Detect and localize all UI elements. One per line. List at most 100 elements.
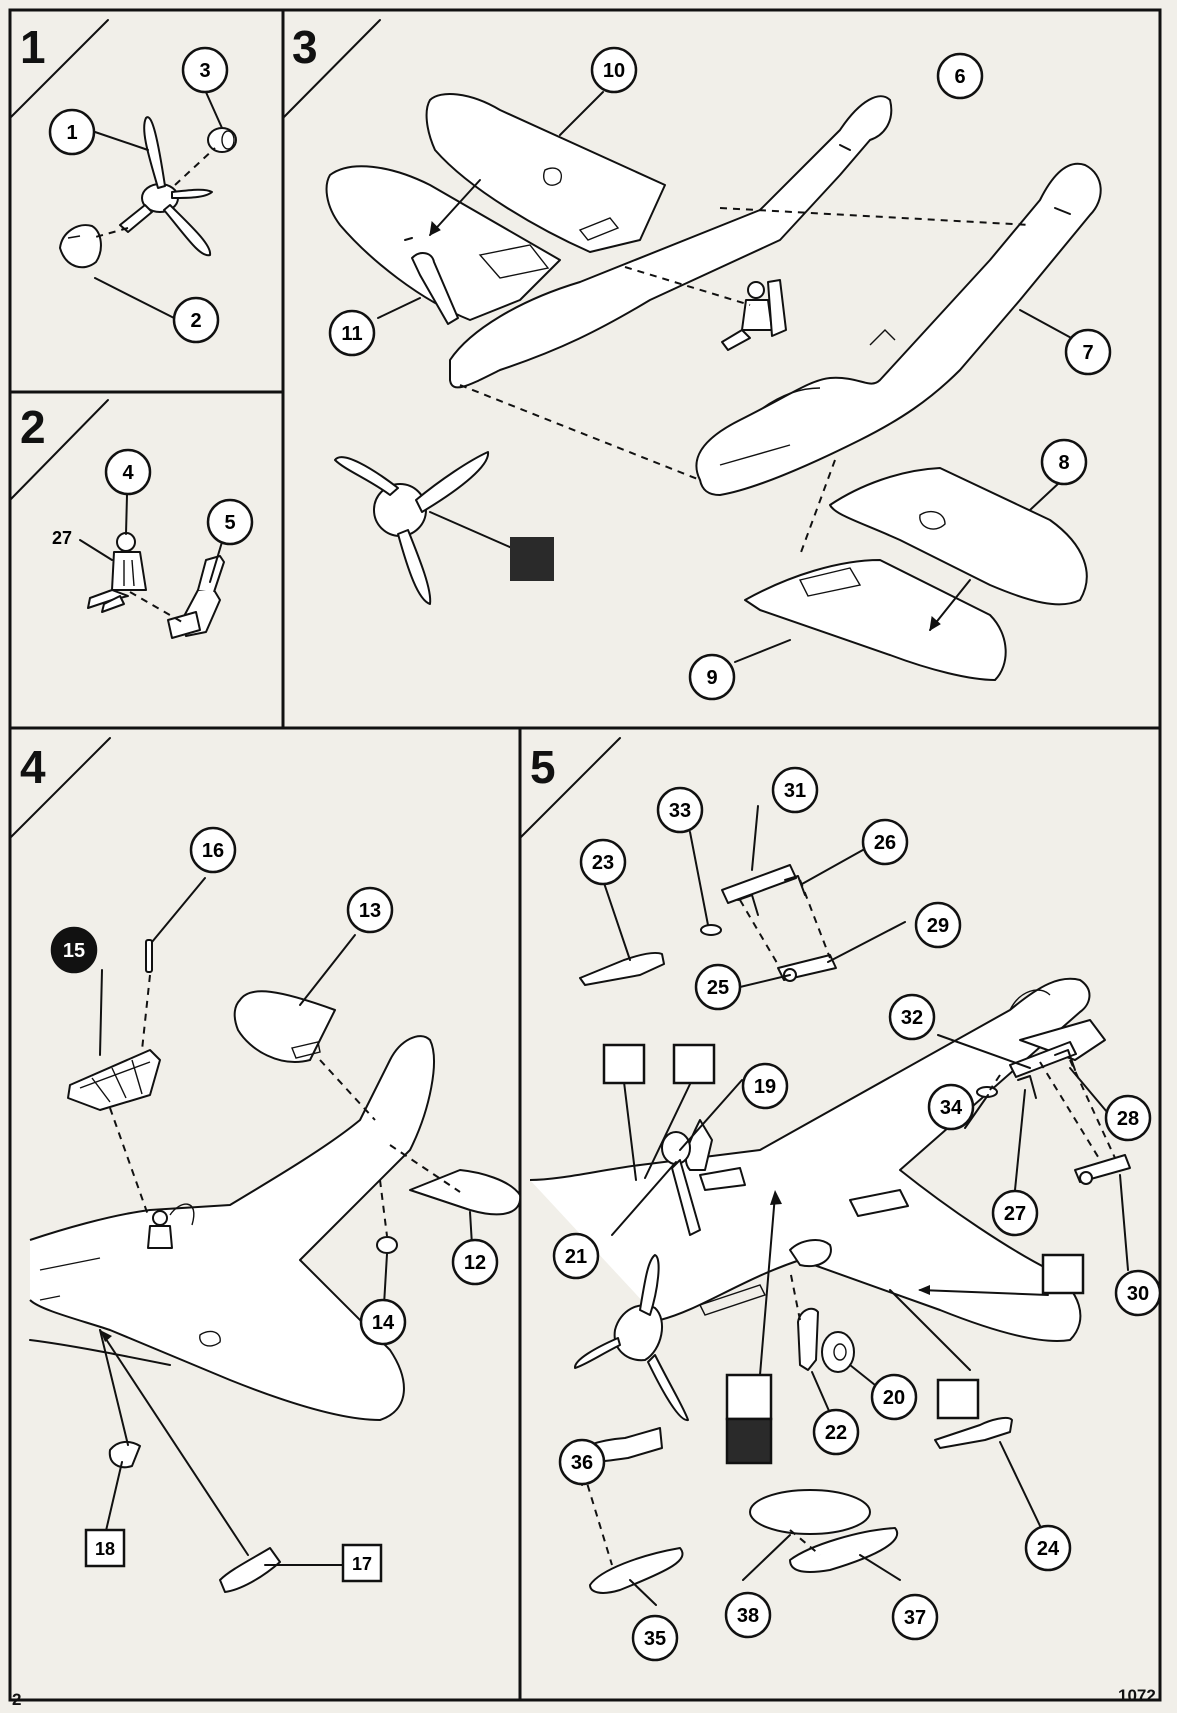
callout-label-16: 16 xyxy=(202,840,224,862)
callout-label-10: 10 xyxy=(603,60,625,82)
step-5-drawing xyxy=(529,805,1131,1606)
callout-label-12: 12 xyxy=(464,1252,486,1274)
callout-32 xyxy=(888,993,936,1041)
callout-34 xyxy=(927,1083,975,1131)
callout-label-15: 15 xyxy=(63,940,85,962)
callout-label-5: 5 xyxy=(224,512,235,534)
callout-label-34: 34 xyxy=(940,1097,963,1119)
kit-number: 1072 xyxy=(1118,1686,1156,1705)
callout-label-19: 19 xyxy=(754,1076,776,1098)
callout-21 xyxy=(552,1232,600,1280)
callout-14 xyxy=(359,1298,407,1346)
callout-label-20: 20 xyxy=(883,1387,905,1409)
callout-label-18: 18 xyxy=(95,1539,115,1559)
step-3-drawing xyxy=(325,91,1102,681)
paint-swatch-white-1 xyxy=(602,1043,646,1085)
callout-label-24: 24 xyxy=(1037,1538,1060,1560)
callout-24 xyxy=(1024,1524,1072,1572)
callout-label-9: 9 xyxy=(706,667,717,689)
callout-label-35: 35 xyxy=(644,1628,666,1650)
callout-29 xyxy=(914,901,962,949)
step-number-4: 4 xyxy=(20,741,46,793)
callout-label-1: 1 xyxy=(66,122,77,144)
callout-17 xyxy=(341,1543,383,1583)
callout-label-27-step2: 27 xyxy=(52,528,72,548)
callout-1 xyxy=(48,108,96,156)
callout-3 xyxy=(181,46,229,94)
paint-swatch-black xyxy=(510,537,554,581)
callout-label-27: 27 xyxy=(1004,1203,1026,1225)
callout-label-21: 21 xyxy=(565,1246,587,1268)
callout-11 xyxy=(328,309,376,357)
callout-5 xyxy=(206,498,254,546)
callout-label-6: 6 xyxy=(954,66,965,88)
callout-22 xyxy=(812,1408,860,1456)
callout-4 xyxy=(104,448,152,496)
callout-label-2: 2 xyxy=(190,310,201,332)
callout-18 xyxy=(84,1528,126,1568)
paint-swatch-white-2 xyxy=(672,1043,716,1085)
callout-27 xyxy=(991,1189,1039,1237)
callout-30 xyxy=(1114,1269,1162,1317)
callout-label-11: 11 xyxy=(341,323,362,345)
part-callouts: 1 2 3 4 5 27 6 7 8 9 10 11 12 13 14 15 1… xyxy=(48,46,1162,1662)
step-4-drawing xyxy=(29,877,522,1593)
step-number-1: 1 xyxy=(20,21,46,73)
callout-8 xyxy=(1040,438,1088,486)
callout-label-23: 23 xyxy=(592,852,614,874)
callout-26 xyxy=(861,818,909,866)
callout-36 xyxy=(558,1438,606,1486)
callout-label-33: 33 xyxy=(669,800,691,822)
callout-label-26: 26 xyxy=(874,832,896,854)
callout-16 xyxy=(189,826,237,874)
callout-6 xyxy=(936,52,984,100)
callout-13 xyxy=(346,886,394,934)
paint-swatch-white-5 xyxy=(725,1373,773,1421)
callout-28 xyxy=(1104,1094,1152,1142)
callout-20 xyxy=(870,1373,918,1421)
callout-10 xyxy=(590,46,638,94)
callout-label-14: 14 xyxy=(372,1312,395,1334)
callout-19 xyxy=(741,1062,789,1110)
step-1-drawing xyxy=(59,89,237,321)
callout-2 xyxy=(172,296,220,344)
callout-label-25: 25 xyxy=(707,977,729,999)
callout-label-7: 7 xyxy=(1082,342,1093,364)
paint-swatch-white-4 xyxy=(936,1378,980,1420)
callout-15 xyxy=(50,926,98,974)
callout-label-28: 28 xyxy=(1117,1108,1139,1130)
paint-swatch-white-3 xyxy=(1041,1253,1085,1295)
callout-7 xyxy=(1064,328,1112,376)
callout-label-30: 30 xyxy=(1127,1283,1149,1305)
callout-33 xyxy=(656,786,704,834)
step-number-2: 2 xyxy=(20,401,46,453)
callout-label-13: 13 xyxy=(359,900,381,922)
page-number: 2 xyxy=(12,1690,22,1709)
callout-label-4: 4 xyxy=(122,462,134,484)
callout-label-31: 31 xyxy=(784,780,806,802)
step-number-3: 3 xyxy=(292,21,318,73)
callout-9 xyxy=(688,653,736,701)
step-number-5: 5 xyxy=(530,741,556,793)
callout-38 xyxy=(724,1591,772,1639)
callout-12 xyxy=(451,1238,499,1286)
callout-label-29: 29 xyxy=(927,915,949,937)
callout-25 xyxy=(694,963,742,1011)
callout-label-22: 22 xyxy=(825,1422,847,1444)
callout-label-37: 37 xyxy=(904,1607,926,1629)
callout-label-32: 32 xyxy=(901,1007,923,1029)
step-5-paint-swatches xyxy=(602,1043,1085,1465)
step-2-drawing xyxy=(79,494,225,639)
paint-swatch-black-2 xyxy=(725,1417,773,1465)
callout-label-36: 36 xyxy=(571,1452,593,1474)
callout-label-8: 8 xyxy=(1058,452,1069,474)
callout-23 xyxy=(579,838,627,886)
callout-31 xyxy=(771,766,819,814)
callout-37 xyxy=(891,1593,939,1641)
callout-label-38: 38 xyxy=(737,1605,759,1627)
callout-label-3: 3 xyxy=(199,60,210,82)
callout-label-17: 17 xyxy=(352,1554,372,1574)
panel-frames xyxy=(8,8,1162,1702)
callout-35 xyxy=(631,1614,679,1662)
